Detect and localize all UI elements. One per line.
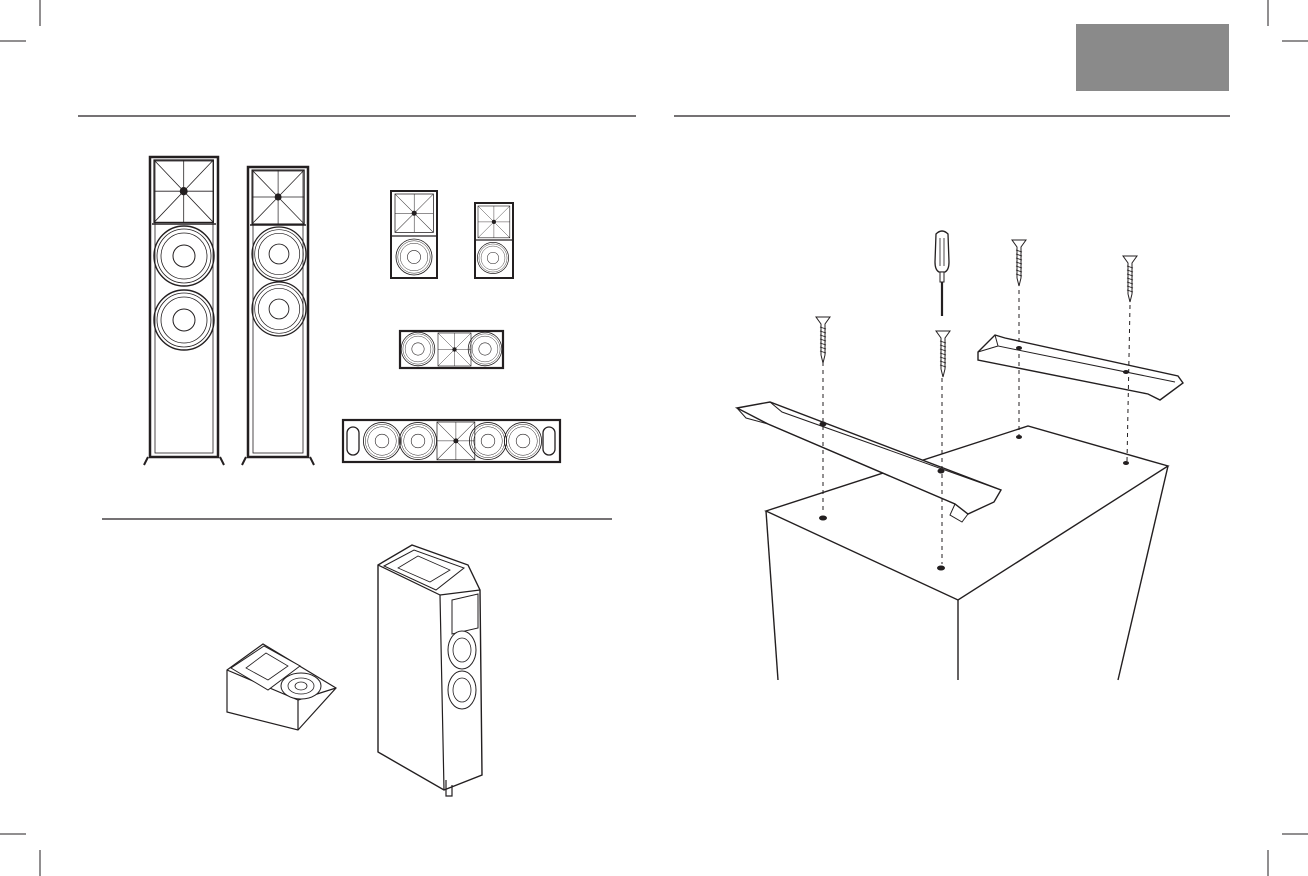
tower-speaker-icon <box>242 167 314 465</box>
screw-icon <box>1123 256 1137 302</box>
screwdriver-icon <box>935 231 949 316</box>
screw-icon <box>1012 240 1026 286</box>
bookshelf-speaker-icon <box>391 191 437 278</box>
screw-icon <box>936 331 950 377</box>
tower-speaker-icon <box>144 157 224 465</box>
cabinet-top-icon <box>766 426 1168 680</box>
screw-icon <box>816 317 830 363</box>
soundbar-speaker-icon <box>343 420 560 462</box>
tower-speaker-icon <box>378 545 482 796</box>
center-speaker-icon <box>400 331 503 368</box>
base-bracket-icon <box>978 335 1183 400</box>
bookshelf-speaker-icon <box>475 203 513 278</box>
elevation-speaker-icon <box>227 644 336 730</box>
